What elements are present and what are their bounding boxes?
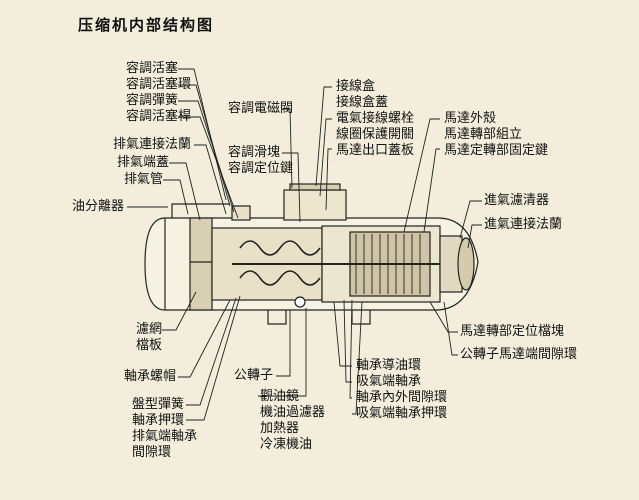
label-suction-bearing-group: 軸承導油環 吸氣端軸承 軸承內外間隙環 吸氣端軸承押環: [356, 358, 447, 422]
label-bearing-retainer: 軸承押環: [132, 413, 185, 428]
label-exhaust-flange: 排氣連接法蘭: [113, 137, 192, 152]
label-oil-separator: 油分離器: [72, 199, 125, 214]
label-oil-guide-ring: 軸承導油環: [356, 358, 422, 373]
label-baffle: 檔板: [136, 338, 163, 353]
label-capacity-group: 容調活塞 容調活塞環 容調彈簧 容調活塞桿: [126, 61, 191, 125]
label-suction-flange: 進氣連接法蘭: [484, 217, 563, 232]
label-terminal-bolt: 電氣接線螺栓: [336, 111, 415, 126]
label-slide-key: 容調定位鍵: [228, 161, 294, 176]
label-spring-group: 盤型彈簧 軸承押環 排氣端軸承 間隙環: [132, 397, 197, 461]
label-bearing-gap-ring: 軸承內外間隙環: [356, 390, 448, 405]
label-suction-bearing: 吸氣端軸承: [356, 374, 422, 389]
label-filter-group: 濾網 檔板: [136, 322, 162, 354]
label-terminal-box: 接線盒: [336, 79, 376, 94]
support-foot-left: [267, 310, 287, 325]
label-capacity-piston-ring: 容調活塞環: [126, 77, 192, 92]
label-rotor-gap-ring: 公轉子馬達端間隙環: [460, 347, 578, 362]
label-exhaust-bearing: 排氣端軸承: [132, 429, 198, 444]
label-exhaust-cap: 排氣端蓋: [117, 155, 170, 170]
label-terminal-lid: 接線盒蓋: [336, 95, 389, 110]
label-sight-glass: 觀油鏡: [260, 389, 300, 404]
label-motor-rotor: 馬達轉部組立: [444, 127, 523, 142]
label-solenoid: 容調電磁閥: [228, 101, 294, 116]
label-heater: 加熱器: [260, 421, 300, 436]
page-title: 压缩机内部结构图: [78, 16, 215, 34]
label-suction-bearing-retainer: 吸氣端軸承押環: [356, 406, 448, 421]
label-suction-filter: 進氣濾清器: [484, 193, 550, 208]
label-slide-block: 容調滑塊: [228, 145, 281, 160]
label-disc-spring: 盤型彈簧: [132, 397, 185, 412]
label-bearing-nut: 軸承螺帽: [124, 369, 177, 384]
screw-rotor: [239, 240, 321, 286]
exhaust-pipe: [171, 203, 230, 218]
label-motor-key: 馬達定轉部固定鍵: [444, 143, 549, 158]
label-capacity-spring: 容調彈簧: [126, 93, 179, 108]
terminal-box: [283, 189, 347, 221]
label-coil-protector: 線圈保護開關: [336, 127, 415, 142]
label-motor-group: 馬達外殼 馬達轉部組立 馬達定轉部固定鍵: [444, 111, 548, 159]
solenoid-body: [231, 205, 251, 221]
sight-glass: [294, 296, 306, 308]
suction-flange: [457, 237, 475, 291]
label-motor-housing: 馬達外殼: [444, 111, 497, 126]
label-slide-group: 容調滑塊 容調定位鍵: [228, 145, 293, 177]
label-capacity-piston: 容調活塞: [126, 61, 179, 76]
label-capacity-rod: 容調活塞桿: [126, 109, 192, 124]
label-male-rotor: 公轉子: [234, 368, 274, 383]
terminal-lid: [289, 183, 341, 191]
label-exhaust-pipe: 排氣管: [124, 172, 164, 187]
label-screen: 濾網: [136, 322, 163, 337]
label-motor-cover: 馬達出口蓋板: [336, 143, 415, 158]
label-terminal-group: 接線盒 接線盒蓋 電氣接線螺栓 線圈保護開關 馬達出口蓋板: [336, 79, 414, 159]
label-oil-filter: 機油過濾器: [260, 405, 326, 420]
label-gap-ring: 間隙環: [132, 445, 172, 460]
label-refrigerant-oil: 冷凍機油: [260, 437, 313, 452]
label-motor-rotor-block: 馬達轉部定位檔塊: [460, 324, 565, 339]
label-oil-group: 觀油鏡 機油過濾器 加熱器 冷凍機油: [260, 389, 325, 453]
